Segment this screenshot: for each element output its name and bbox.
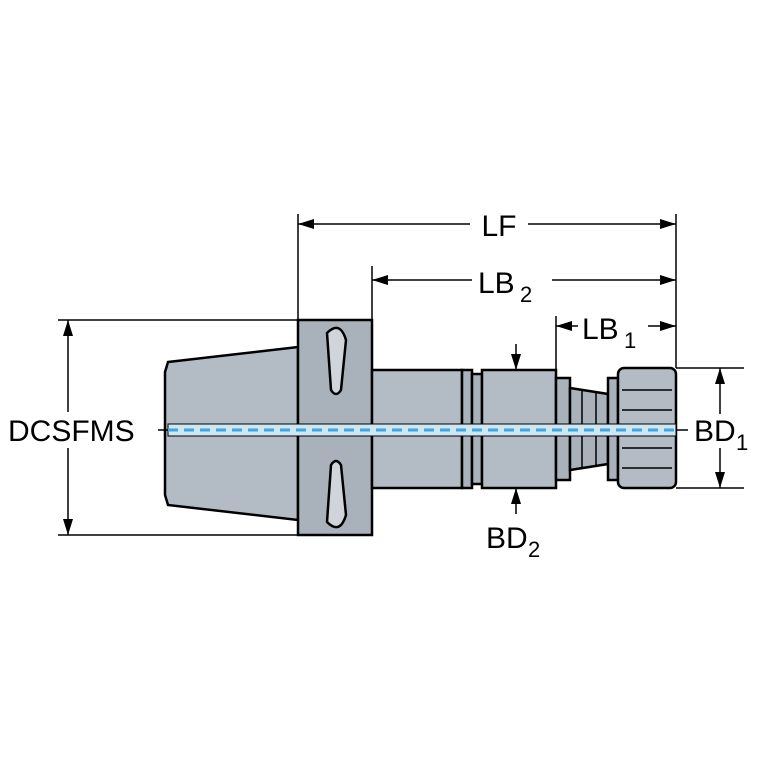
lf-label: LF — [481, 210, 516, 243]
dim-lb2: LB 2 — [371, 266, 676, 320]
tool-body — [163, 318, 678, 537]
bd1-label: BD — [694, 415, 736, 448]
lb2-label: LB — [478, 267, 515, 300]
bd2-subscript: 2 — [528, 537, 540, 562]
lb2-subscript: 2 — [520, 282, 532, 307]
dim-bd1: BD 1 — [676, 367, 748, 489]
dim-bd2: BD 2 — [486, 344, 540, 562]
dim-lf: LF — [297, 210, 677, 368]
drive-slot-top — [325, 326, 348, 396]
dim-lb1: LB 1 — [555, 313, 676, 370]
coolant-channel — [167, 423, 677, 437]
bd2-label: BD — [486, 522, 528, 555]
drive-slot-bottom — [325, 459, 348, 529]
bd1-subscript: 1 — [736, 430, 748, 455]
dim-dcsfms: DCSFMS — [8, 319, 298, 536]
lb1-subscript: 1 — [624, 328, 636, 353]
dcsfms-label: DCSFMS — [8, 415, 135, 448]
lb1-label: LB — [582, 313, 619, 346]
